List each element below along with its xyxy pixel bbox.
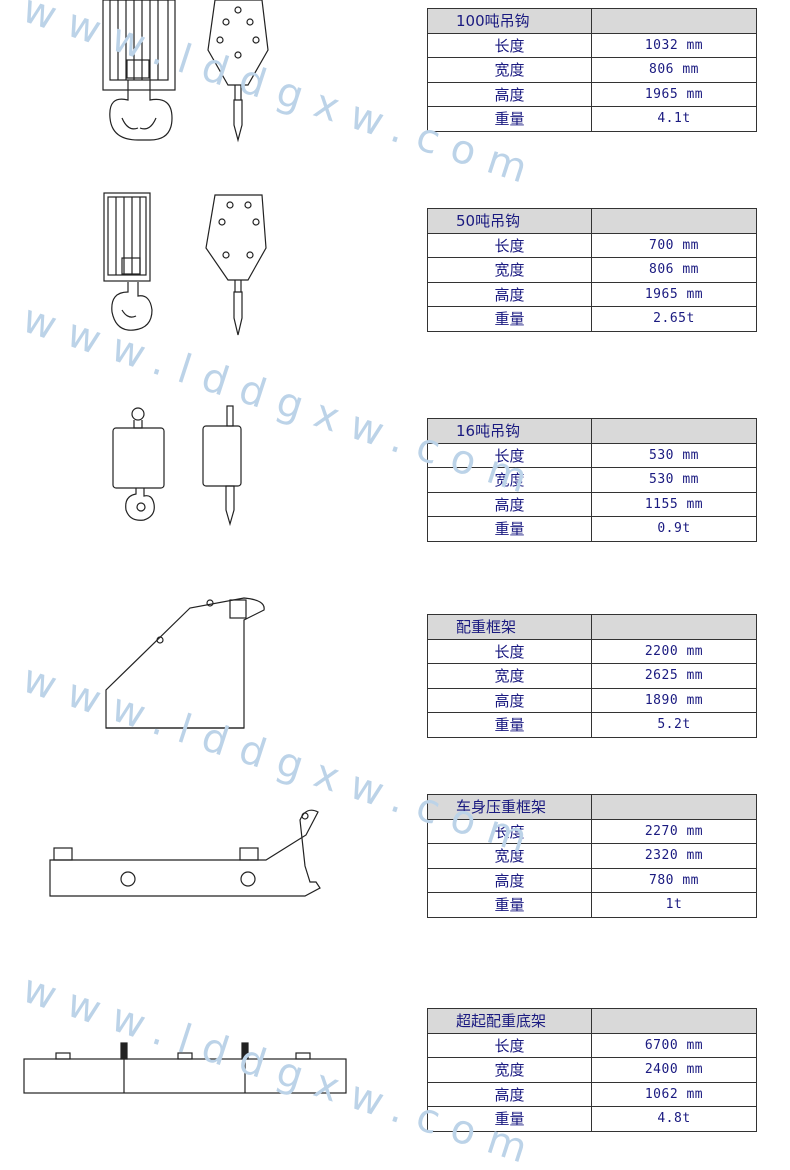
spec-value: 5.2t: [591, 712, 757, 738]
spec-label: 重量: [427, 306, 592, 332]
spec-label: 长度: [427, 442, 592, 468]
spec-label: 长度: [427, 32, 592, 58]
spec-value: 2.65t: [591, 306, 757, 332]
spec-label: 重量: [427, 1106, 592, 1132]
spec-table-title: 50吨吊钩: [427, 208, 592, 234]
spec-table-title: 车身压重框架: [427, 794, 592, 820]
spec-value: 530 mm: [591, 442, 757, 468]
spec-value: 806 mm: [591, 57, 757, 83]
spec-label: 宽度: [427, 1057, 592, 1083]
spec-value: 780 mm: [591, 867, 757, 893]
spec-label: 高度: [427, 867, 592, 893]
spec-label: 宽度: [427, 57, 592, 83]
spec-label: 重量: [427, 516, 592, 542]
spec-value: 1062 mm: [591, 1081, 757, 1107]
spec-label: 长度: [427, 638, 592, 664]
spec-value: 700 mm: [591, 232, 757, 258]
spec-value: 1155 mm: [591, 491, 757, 517]
spec-label: 长度: [427, 818, 592, 844]
super-lift-chassis-drawing: [23, 1042, 347, 1094]
spec-label: 重量: [427, 106, 592, 132]
spec-label: 高度: [427, 281, 592, 307]
spec-value: 6700 mm: [591, 1032, 757, 1058]
hook-100t-front-drawing: [102, 0, 176, 141]
spec-value: 1965 mm: [591, 81, 757, 107]
spec-label: 宽度: [427, 467, 592, 493]
hook-100t-side-drawing: [207, 0, 269, 143]
hook-16t-front-drawing: [112, 407, 165, 521]
spec-value: 1890 mm: [591, 687, 757, 713]
spec-table-title: 100吨吊钩: [427, 8, 592, 34]
spec-label: 长度: [427, 232, 592, 258]
spec-value: 530 mm: [591, 467, 757, 493]
spec-label: 高度: [427, 1081, 592, 1107]
spec-table-title: 超起配重底架: [427, 1008, 592, 1034]
spec-value: 806 mm: [591, 257, 757, 283]
spec-value: 4.8t: [591, 1106, 757, 1132]
body-ballast-frame-drawing: [49, 809, 321, 897]
spec-label: 宽度: [427, 663, 592, 689]
counterweight-frame-drawing: [105, 597, 265, 729]
spec-value: 2200 mm: [591, 638, 757, 664]
spec-value: 0.9t: [591, 516, 757, 542]
spec-value: 1032 mm: [591, 32, 757, 58]
spec-label: 宽度: [427, 257, 592, 283]
hook-16t-side-drawing: [202, 405, 242, 527]
spec-label: 高度: [427, 81, 592, 107]
spec-label: 宽度: [427, 843, 592, 869]
spec-value: 4.1t: [591, 106, 757, 132]
spec-label: 重量: [427, 712, 592, 738]
spec-label: 重量: [427, 892, 592, 918]
spec-value: 2320 mm: [591, 843, 757, 869]
spec-table-title: 16吨吊钩: [427, 418, 592, 444]
spec-table-title: 配重框架: [427, 614, 592, 640]
hook-50t-front-drawing: [103, 192, 153, 331]
spec-value: 2625 mm: [591, 663, 757, 689]
spec-label: 高度: [427, 491, 592, 517]
hook-50t-side-drawing: [205, 194, 267, 336]
spec-value: 1t: [591, 892, 757, 918]
spec-value: 2400 mm: [591, 1057, 757, 1083]
spec-label: 长度: [427, 1032, 592, 1058]
spec-value: 1965 mm: [591, 281, 757, 307]
spec-value: 2270 mm: [591, 818, 757, 844]
spec-label: 高度: [427, 687, 592, 713]
